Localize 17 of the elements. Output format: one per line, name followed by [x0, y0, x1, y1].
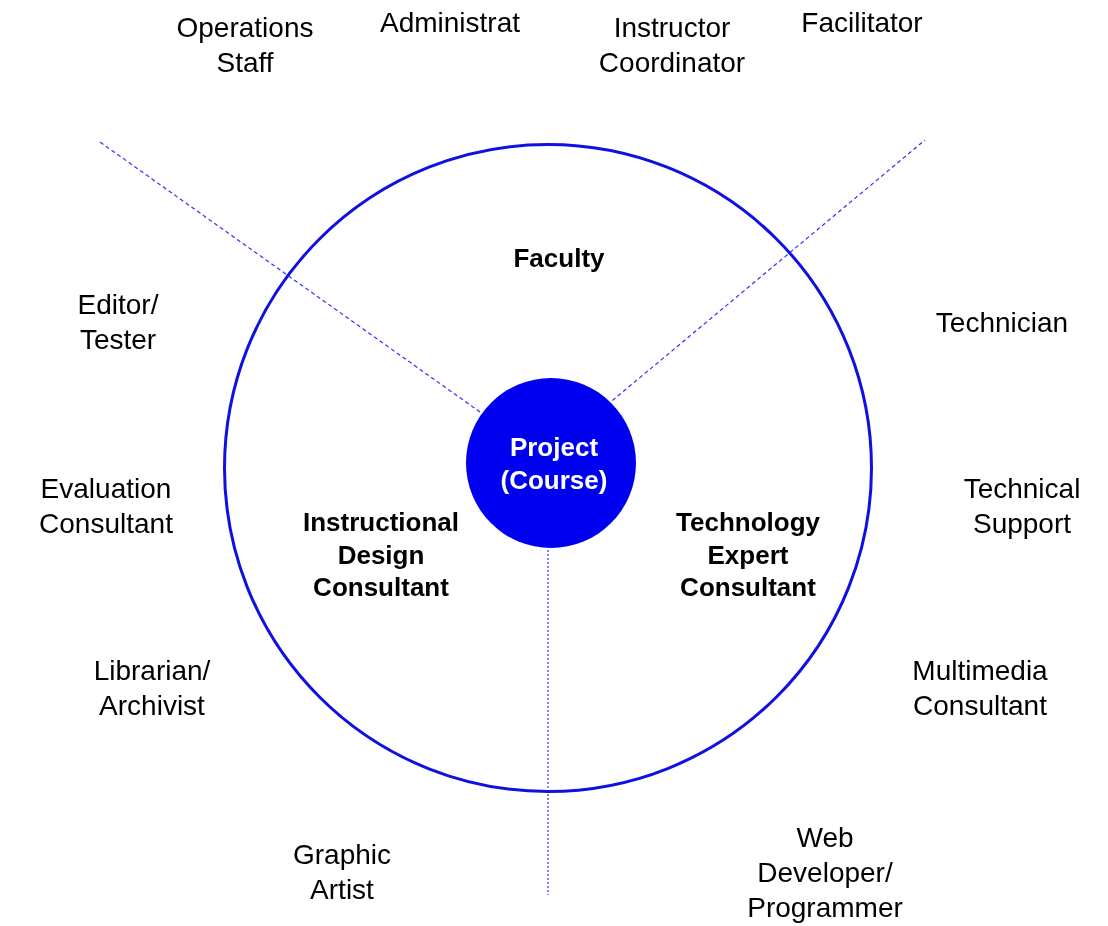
- role-label: Multimedia Consultant: [912, 654, 1048, 723]
- role-label: Facilitator: [801, 5, 923, 40]
- role-label: Instructor Coordinator: [598, 11, 746, 80]
- sector-label: Technology Expert Consultant: [676, 506, 820, 604]
- role-label: Technician: [935, 305, 1069, 340]
- role-label: Web Developer/ Programmer: [747, 820, 903, 925]
- role-label: Graphic Artist: [293, 838, 391, 907]
- outer-circle: [223, 143, 873, 793]
- role-label: Editor/ Tester: [77, 288, 159, 357]
- role-label: Librarian/ Archivist: [93, 654, 211, 723]
- role-label: Evaluation Consultant: [39, 472, 173, 541]
- role-label: Technical Support: [963, 472, 1081, 541]
- role-label: Administrat: [380, 5, 520, 40]
- sector-label: Faculty: [513, 241, 605, 275]
- center-label: Project (Course): [500, 430, 608, 496]
- sector-label: Instructional Design Consultant: [303, 506, 459, 604]
- role-label: Operations Staff: [176, 11, 314, 80]
